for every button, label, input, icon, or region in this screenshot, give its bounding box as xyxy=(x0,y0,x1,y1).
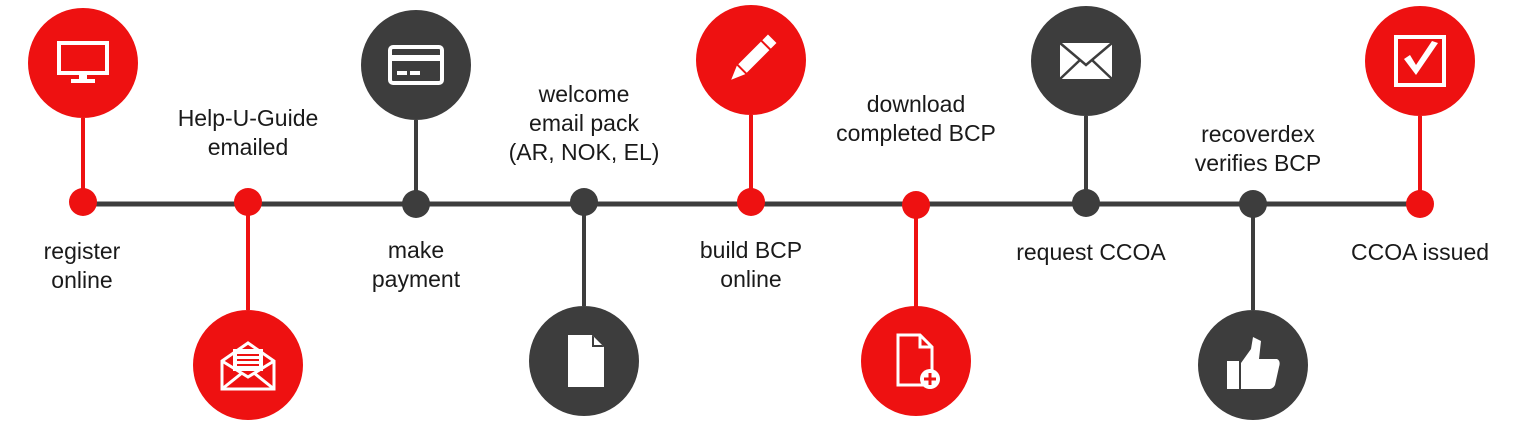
node-step-6 xyxy=(902,191,930,219)
step-7-label: request CCOA xyxy=(1016,239,1166,265)
step-1-label: register online xyxy=(43,238,121,293)
thumbs-up-icon xyxy=(1227,337,1280,389)
step-4-badge xyxy=(529,306,639,416)
node-step-8 xyxy=(1239,190,1267,218)
step-6-badge xyxy=(861,306,971,416)
step-4-label: welcome email pack (AR, NOK, EL) xyxy=(508,81,660,165)
step-1-badge xyxy=(28,8,138,118)
node-step-4 xyxy=(570,188,598,216)
step-8-badge xyxy=(1198,310,1308,420)
monitor-icon xyxy=(57,41,109,83)
step-6-label: download completed BCP xyxy=(836,91,996,146)
envelope-icon xyxy=(1059,42,1113,80)
node-step-1 xyxy=(69,188,97,216)
step-7-badge xyxy=(1031,6,1141,116)
step-3-label: make payment xyxy=(371,237,461,292)
step-9-label: CCOA issued xyxy=(1350,239,1490,265)
step-9-badge xyxy=(1365,6,1475,116)
step-8-label: recoverdex verifies BCP xyxy=(1194,121,1322,176)
step-2-label: Help-U-Guide emailed xyxy=(177,105,319,160)
node-step-9 xyxy=(1406,190,1434,218)
pencil-icon xyxy=(731,34,777,80)
checkbox-icon xyxy=(1394,35,1446,87)
node-step-5 xyxy=(737,188,765,216)
open-envelope-icon xyxy=(220,341,276,391)
step-3-badge xyxy=(361,10,471,120)
node-step-7 xyxy=(1072,189,1100,217)
node-step-2 xyxy=(234,188,262,216)
step-5-badge xyxy=(696,5,806,115)
step-5-label: build BCP online xyxy=(699,237,803,292)
document-icon xyxy=(568,335,604,387)
step-2-badge xyxy=(193,310,303,420)
document-add-icon xyxy=(896,333,940,389)
credit-card-icon xyxy=(388,45,444,85)
node-step-3 xyxy=(402,190,430,218)
